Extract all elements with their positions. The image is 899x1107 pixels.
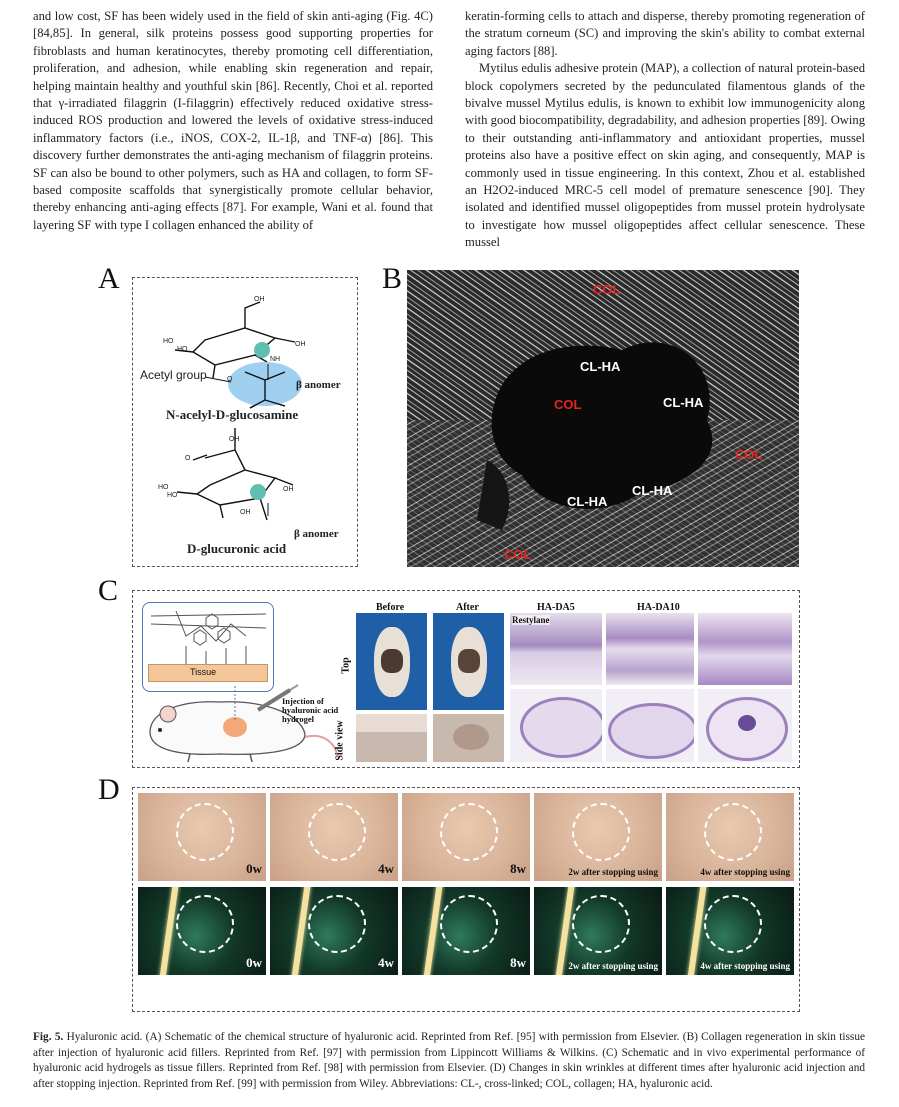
- sem-fibers: [407, 270, 799, 567]
- timepoint-label: 8w: [510, 861, 526, 876]
- atom-oh-3: OH: [229, 436, 240, 443]
- wrinkle-region-marker: [704, 895, 762, 953]
- atom-ho-3: HO: [158, 484, 169, 491]
- skin-photo: 4w: [270, 793, 398, 881]
- right-paragraph-1: keratin-forming cells to attach and disp…: [465, 9, 865, 58]
- atom-oh-1: OH: [254, 296, 265, 303]
- left-paragraph: and low cost, SF has been widely used in…: [33, 9, 433, 232]
- wrinkle-region-marker: [440, 803, 498, 861]
- ha-da5-label: HA-DA5: [537, 602, 575, 613]
- panel-letter-a: A: [98, 262, 120, 295]
- wrinkle-region-marker: [176, 895, 234, 953]
- sem-label-col-1: COL: [593, 282, 621, 297]
- timepoint-label: 2w after stopping using: [568, 867, 658, 877]
- sem-label-col-3: COL: [735, 447, 763, 462]
- tissue-block: [148, 664, 268, 682]
- mouse-before-top-photo: [356, 613, 427, 710]
- atom-ho-2: HO: [177, 346, 188, 353]
- caption-fig-label: Fig. 5.: [33, 1031, 64, 1043]
- glycosidic-bond-marker-2: [250, 484, 266, 500]
- right-column: keratin-forming cells to attach and disp…: [465, 8, 865, 252]
- oct-scan: 4w after stopping using: [666, 887, 794, 975]
- sem-label-clha-3: CL-HA: [632, 483, 673, 498]
- panel-a-chemistry: [174, 301, 302, 521]
- sem-image: COL CL-HA COL CL-HA COL CL-HA CL-HA COL: [407, 270, 799, 567]
- sem-label-col-4: COL: [504, 547, 532, 562]
- caption-text: Hyaluronic acid. (A) Schematic of the ch…: [33, 1031, 865, 1090]
- before-label: Before: [376, 602, 405, 613]
- side-view-label: Side view: [334, 720, 346, 761]
- skin-photo: 4w after stopping using: [666, 793, 794, 881]
- skin-photo: 8w: [402, 793, 530, 881]
- beta-anomer-2: β anomer: [294, 528, 339, 540]
- timepoint-label: 2w after stopping using: [568, 961, 658, 971]
- atom-oh-2: OH: [295, 341, 306, 348]
- histology-hada10-top: [698, 613, 792, 685]
- mouse-before-side-photo: [356, 714, 427, 762]
- wrinkle-region-marker: [572, 895, 630, 953]
- wrinkle-region-marker: [572, 803, 630, 861]
- glycosidic-bond-marker: [254, 342, 270, 358]
- timepoint-label: 4w after stopping using: [700, 867, 790, 877]
- glca-name: D-glucuronic acid: [187, 541, 287, 556]
- panel-a-frame: [132, 277, 358, 567]
- wrinkle-region-marker: [176, 803, 234, 861]
- ha-da10-label: HA-DA10: [637, 602, 680, 613]
- restylane-label: Restylane: [512, 615, 550, 625]
- histology-hada5-top: [606, 613, 694, 685]
- atom-oh-5: OH: [240, 509, 251, 516]
- timepoint-label: 0w: [246, 861, 262, 876]
- top-label: Top: [340, 657, 352, 674]
- histology-hada5-bottom: [606, 689, 694, 762]
- wrinkle-region-marker: [308, 895, 366, 953]
- tissue-label: Tissue: [190, 667, 217, 677]
- skin-photo: 0w: [138, 793, 266, 881]
- timepoint-label: 8w: [510, 955, 526, 970]
- polymer-network: [150, 610, 267, 664]
- mouse-after-side-photo: [433, 714, 504, 762]
- atom-ho-1: HO: [163, 338, 174, 345]
- wrinkle-region-marker: [308, 803, 366, 861]
- right-paragraph-2: Mytilus edulis adhesive protein (MAP), a…: [465, 61, 865, 250]
- after-label: After: [456, 602, 479, 613]
- wrinkle-region-marker: [440, 895, 498, 953]
- acetyl-group-label: Acetyl group: [140, 368, 207, 382]
- injection-label: Injection of hyaluronic acid hydrogel: [282, 696, 339, 724]
- sem-label-clha-1: CL-HA: [580, 359, 621, 374]
- atom-nh: NH: [270, 356, 281, 363]
- histology-restylane-bottom: [510, 689, 602, 762]
- oct-scan: 4w: [270, 887, 398, 975]
- sem-label-col-2: COL: [554, 397, 582, 412]
- histology-hada10-bottom: [698, 689, 792, 762]
- panel-letter-c: C: [98, 574, 119, 607]
- left-column: and low cost, SF has been widely used in…: [33, 8, 433, 234]
- figure-caption: Fig. 5. Hyaluronic acid. (A) Schematic o…: [33, 1030, 865, 1092]
- panel-d-frame: [132, 787, 800, 1012]
- panel-c-frame: [132, 590, 800, 768]
- wrinkle-region-marker: [704, 803, 762, 861]
- atom-ho-4: HO: [167, 492, 178, 499]
- sem-label-clha-4: CL-HA: [567, 494, 608, 509]
- histology-restylane-top: [510, 613, 602, 685]
- skin-photo: 2w after stopping using: [534, 793, 662, 881]
- mouse-illustration: [149, 684, 339, 763]
- glcnac-name: N-acelyl-D-glucosamine: [166, 407, 299, 422]
- panel-letter-b: B: [382, 262, 403, 295]
- oct-scan: 0w: [138, 887, 266, 975]
- panel-letter-d: D: [98, 773, 120, 806]
- mouse-after-top-photo: [433, 613, 504, 710]
- timepoint-label: 4w: [378, 955, 394, 970]
- beta-anomer-1: β anomer: [296, 379, 341, 391]
- sem-label-clha-2: CL-HA: [663, 395, 704, 410]
- oct-scan: 8w: [402, 887, 530, 975]
- atom-o-1: O: [227, 376, 233, 383]
- timepoint-label: 4w after stopping using: [700, 961, 790, 971]
- oct-scan: 2w after stopping using: [534, 887, 662, 975]
- timepoint-label: 0w: [246, 955, 262, 970]
- atom-o-2: O: [185, 455, 191, 462]
- atom-oh-4: OH: [283, 486, 294, 493]
- timepoint-label: 4w: [378, 861, 394, 876]
